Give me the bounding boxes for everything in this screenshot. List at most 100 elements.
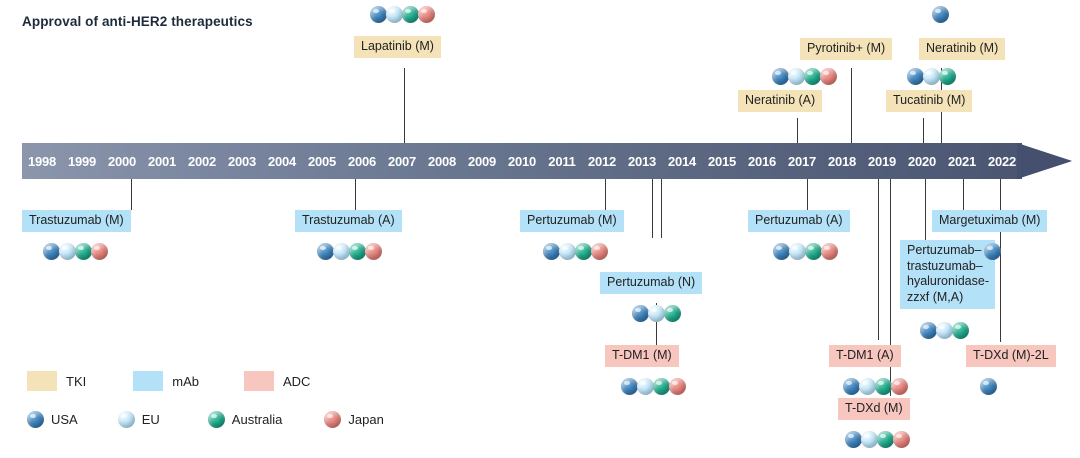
legend-item-japan: Japan (324, 411, 384, 428)
event-box-pertuzumab-n[interactable]: Pertuzumab (N) (600, 272, 703, 294)
region-dot-aus (402, 6, 419, 23)
legend-label-eu: EU (141, 412, 160, 427)
region-dot-eu (936, 322, 953, 339)
year-label: 2018 (827, 153, 857, 169)
legend-label-japan: Japan (348, 412, 384, 427)
year-label: 2019 (867, 153, 897, 169)
swatch-mab-icon (133, 371, 164, 391)
region-dots-trastuzumab-a (317, 243, 382, 260)
event-box-pertuzumab-m[interactable]: Pertuzumab (M) (520, 210, 624, 232)
arrow-triangle-icon (1017, 143, 1072, 179)
legend-item-tki: TKI (27, 371, 86, 391)
legend-item-usa: USA (27, 411, 78, 428)
region-dot-eu-icon (117, 411, 135, 428)
region-dot-eu (637, 378, 654, 395)
connector-pertuzumab-n-b (661, 178, 662, 238)
region-dot-usa (845, 431, 862, 448)
region-dot-aus (75, 243, 92, 260)
year-label: 2002 (187, 153, 217, 169)
legend-drug-classes: TKI mAb ADC (27, 371, 310, 391)
region-dot-jpn (418, 6, 435, 23)
region-dots-neratinib-m (932, 6, 949, 23)
connector-t-dm1-a (878, 178, 879, 340)
event-box-neratinib-m[interactable]: Neratinib (M) (919, 38, 1006, 60)
connector-tucatinib (923, 118, 924, 146)
event-box-t-dm1-m[interactable]: T-DM1 (M) (605, 345, 679, 367)
region-dot-usa (543, 243, 560, 260)
event-box-t-dxd-m-2l[interactable]: T-DXd (M)-2L (966, 345, 1056, 367)
region-dot-eu (788, 68, 805, 85)
year-label: 2012 (587, 153, 617, 169)
year-label: 2004 (267, 153, 297, 169)
region-dot-aus (805, 243, 822, 260)
region-dot-usa (772, 68, 789, 85)
region-dots-pertuzumab-m (543, 243, 608, 260)
event-box-trastuzumab-a[interactable]: Trastuzumab (A) (295, 210, 402, 232)
region-dot-usa (773, 243, 790, 260)
region-dot-jpn (669, 378, 686, 395)
swatch-tki-icon (27, 371, 57, 391)
connector-pertuzumab-a (807, 178, 808, 210)
region-dot-eu (789, 243, 806, 260)
swatch-adc-icon (243, 371, 274, 391)
timeline-axis: 1998 1999 2000 2001 2002 2003 2004 2005 … (22, 143, 1072, 179)
event-box-pyrotinib-m[interactable]: Pyrotinib+ (M) (800, 38, 893, 60)
connector-pert-tras-hyal (925, 178, 926, 240)
event-box-tucatinib-m[interactable]: Tucatinib (M) (886, 90, 973, 112)
event-box-margetuximab-m[interactable]: Margetuximab (M) (932, 210, 1048, 232)
region-dot-usa (907, 68, 924, 85)
legend-item-australia: Australia (207, 411, 282, 428)
region-dot-aus-icon (207, 411, 225, 428)
region-dot-eu (386, 6, 403, 23)
region-dot-eu (333, 243, 350, 260)
region-dots-lapatinib-m (370, 6, 435, 23)
region-dot-aus (952, 322, 969, 339)
year-label: 2003 (227, 153, 257, 169)
region-dots-pertuzumab-a (773, 243, 838, 260)
legend-label-tki: TKI (66, 373, 87, 389)
connector-trastuzumab-a (355, 178, 356, 210)
event-box-trastuzumab-m[interactable]: Trastuzumab (M) (22, 210, 131, 232)
region-dot-usa (632, 305, 649, 322)
region-dot-eu (923, 68, 940, 85)
region-dots-t-dxd-m (845, 431, 910, 448)
event-box-pert-tras-hyal[interactable]: Pertuzumab–trastuzumab–hyaluronidase-zzx… (900, 240, 995, 309)
region-dot-aus (664, 305, 681, 322)
legend-item-eu: EU (117, 411, 160, 428)
region-dots-t-dxd-m-2l (980, 378, 997, 395)
event-box-t-dm1-a[interactable]: T-DM1 (A) (829, 345, 901, 367)
region-dot-jpn (365, 243, 382, 260)
region-dots-margetuximab-m (984, 243, 1001, 260)
event-box-lapatinib-m[interactable]: Lapatinib (M) (354, 36, 441, 58)
connector-t-dm1-m (656, 303, 657, 345)
year-label: 1998 (27, 153, 57, 169)
legend-regions: USA EU Australia Japan (27, 411, 384, 428)
year-label: 2021 (947, 153, 977, 169)
region-dot-aus (653, 378, 670, 395)
region-dot-eu (59, 243, 76, 260)
timeline-bar (22, 143, 1022, 179)
region-dot-aus (939, 68, 956, 85)
region-dot-jpn (820, 68, 837, 85)
event-box-t-dxd-m[interactable]: T-DXd (M) (838, 398, 910, 420)
year-label: 2000 (107, 153, 137, 169)
region-dot-aus (575, 243, 592, 260)
legend-label-adc: ADC (282, 373, 311, 389)
year-label: 2009 (467, 153, 497, 169)
region-dot-aus (804, 68, 821, 85)
event-box-pertuzumab-a[interactable]: Pertuzumab (A) (748, 210, 850, 232)
region-dot-jpn (893, 431, 910, 448)
event-box-neratinib-a[interactable]: Neratinib (A) (738, 90, 823, 112)
legend-item-mab: mAb (133, 371, 199, 391)
region-dots-t-dm1-a (843, 378, 908, 395)
year-label: 2016 (747, 153, 777, 169)
year-label: 2020 (907, 153, 937, 169)
region-dot-eu (559, 243, 576, 260)
region-dot-eu (648, 305, 665, 322)
legend-item-adc: ADC (243, 371, 311, 391)
year-label: 2022 (987, 153, 1017, 169)
region-dot-jpn (91, 243, 108, 260)
year-label: 2011 (548, 153, 576, 169)
connector-pyrotinib (851, 68, 852, 146)
year-label: 2013 (627, 153, 657, 169)
